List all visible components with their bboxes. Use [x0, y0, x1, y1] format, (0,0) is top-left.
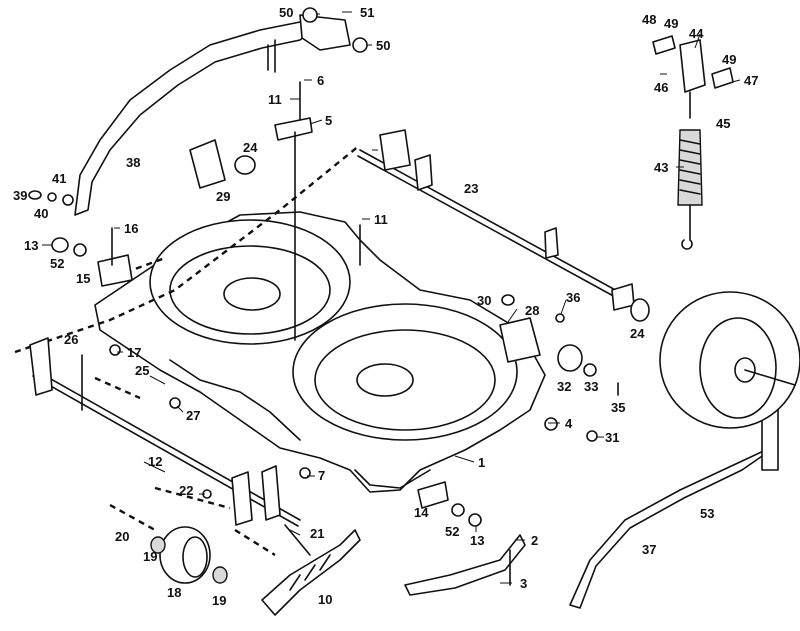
plate-2 — [404, 534, 526, 596]
lift-arm — [74, 14, 351, 216]
deck-frame-outline — [14, 144, 361, 557]
callout-3: 3 — [520, 576, 527, 591]
bracket-15 — [51, 237, 133, 287]
roller — [150, 526, 228, 584]
callout-14: 14 — [414, 505, 429, 520]
callout-17: 17 — [127, 345, 141, 360]
callout-labels: 1 2 3 4 5 6 7 10 11 11 12 13 13 14 15 16… — [13, 5, 758, 608]
leader-lines — [42, 11, 741, 584]
callout-31: 31 — [605, 430, 619, 445]
callout-21: 21 — [310, 526, 324, 541]
rear-axle-rod — [357, 129, 650, 322]
callout-10: 10 — [318, 592, 332, 607]
callout-46: 46 — [654, 80, 668, 95]
callout-48: 48 — [642, 12, 656, 27]
callout-13-left: 13 — [24, 238, 38, 253]
callout-6: 6 — [317, 73, 324, 88]
bracket-14 — [417, 481, 482, 527]
callout-53: 53 — [700, 506, 714, 521]
mower-deck — [94, 211, 546, 493]
callout-40: 40 — [34, 206, 48, 221]
callout-5: 5 — [325, 113, 332, 128]
callout-19-left: 19 — [143, 549, 157, 564]
callout-11-deck: 11 — [374, 212, 388, 227]
callout-41: 41 — [52, 171, 66, 186]
callout-44: 44 — [689, 26, 704, 41]
callout-32: 32 — [557, 379, 571, 394]
callout-33: 33 — [584, 379, 598, 394]
callout-2: 2 — [531, 533, 538, 548]
bracket-29 — [189, 117, 313, 341]
callout-7: 7 — [318, 468, 325, 483]
callout-50-right: 50 — [376, 38, 390, 53]
callout-43: 43 — [654, 160, 668, 175]
callout-51: 51 — [360, 5, 374, 20]
callout-52-left: 52 — [50, 256, 64, 271]
callout-20: 20 — [115, 529, 129, 544]
callout-25: 25 — [135, 363, 149, 378]
callout-52-right: 52 — [445, 524, 459, 539]
callout-27: 27 — [186, 408, 200, 423]
callout-30: 30 — [477, 293, 491, 308]
callout-19-right: 19 — [212, 593, 226, 608]
callout-38: 38 — [126, 155, 140, 170]
callout-11-upper: 11 — [268, 92, 282, 107]
bracket-28 — [499, 317, 597, 377]
callout-16: 16 — [124, 221, 138, 236]
callout-36: 36 — [566, 290, 580, 305]
callout-37: 37 — [642, 542, 656, 557]
callout-45: 45 — [716, 116, 730, 131]
spring-assembly — [652, 35, 734, 250]
callout-15: 15 — [76, 271, 90, 286]
callout-49-right: 49 — [722, 52, 736, 67]
callout-50-left: 50 — [279, 5, 293, 20]
callout-29: 29 — [216, 189, 230, 204]
callout-12: 12 — [148, 454, 162, 469]
callout-49-top: 49 — [664, 16, 678, 31]
guide-plate-10 — [261, 529, 361, 616]
callout-26: 26 — [64, 332, 78, 347]
callout-24-right: 24 — [630, 326, 645, 341]
callout-28: 28 — [525, 303, 539, 318]
callout-22: 22 — [179, 483, 193, 498]
callout-24-left: 24 — [243, 140, 258, 155]
callout-18: 18 — [167, 585, 181, 600]
hardware — [28, 7, 619, 586]
callout-4: 4 — [565, 416, 573, 431]
wheel — [659, 291, 800, 429]
front-axle-rod — [29, 337, 301, 527]
callout-47: 47 — [744, 73, 758, 88]
callout-23: 23 — [464, 181, 478, 196]
callout-39: 39 — [13, 188, 27, 203]
callout-13-right: 13 — [470, 533, 484, 548]
callout-1: 1 — [478, 455, 485, 470]
callout-35: 35 — [611, 400, 625, 415]
